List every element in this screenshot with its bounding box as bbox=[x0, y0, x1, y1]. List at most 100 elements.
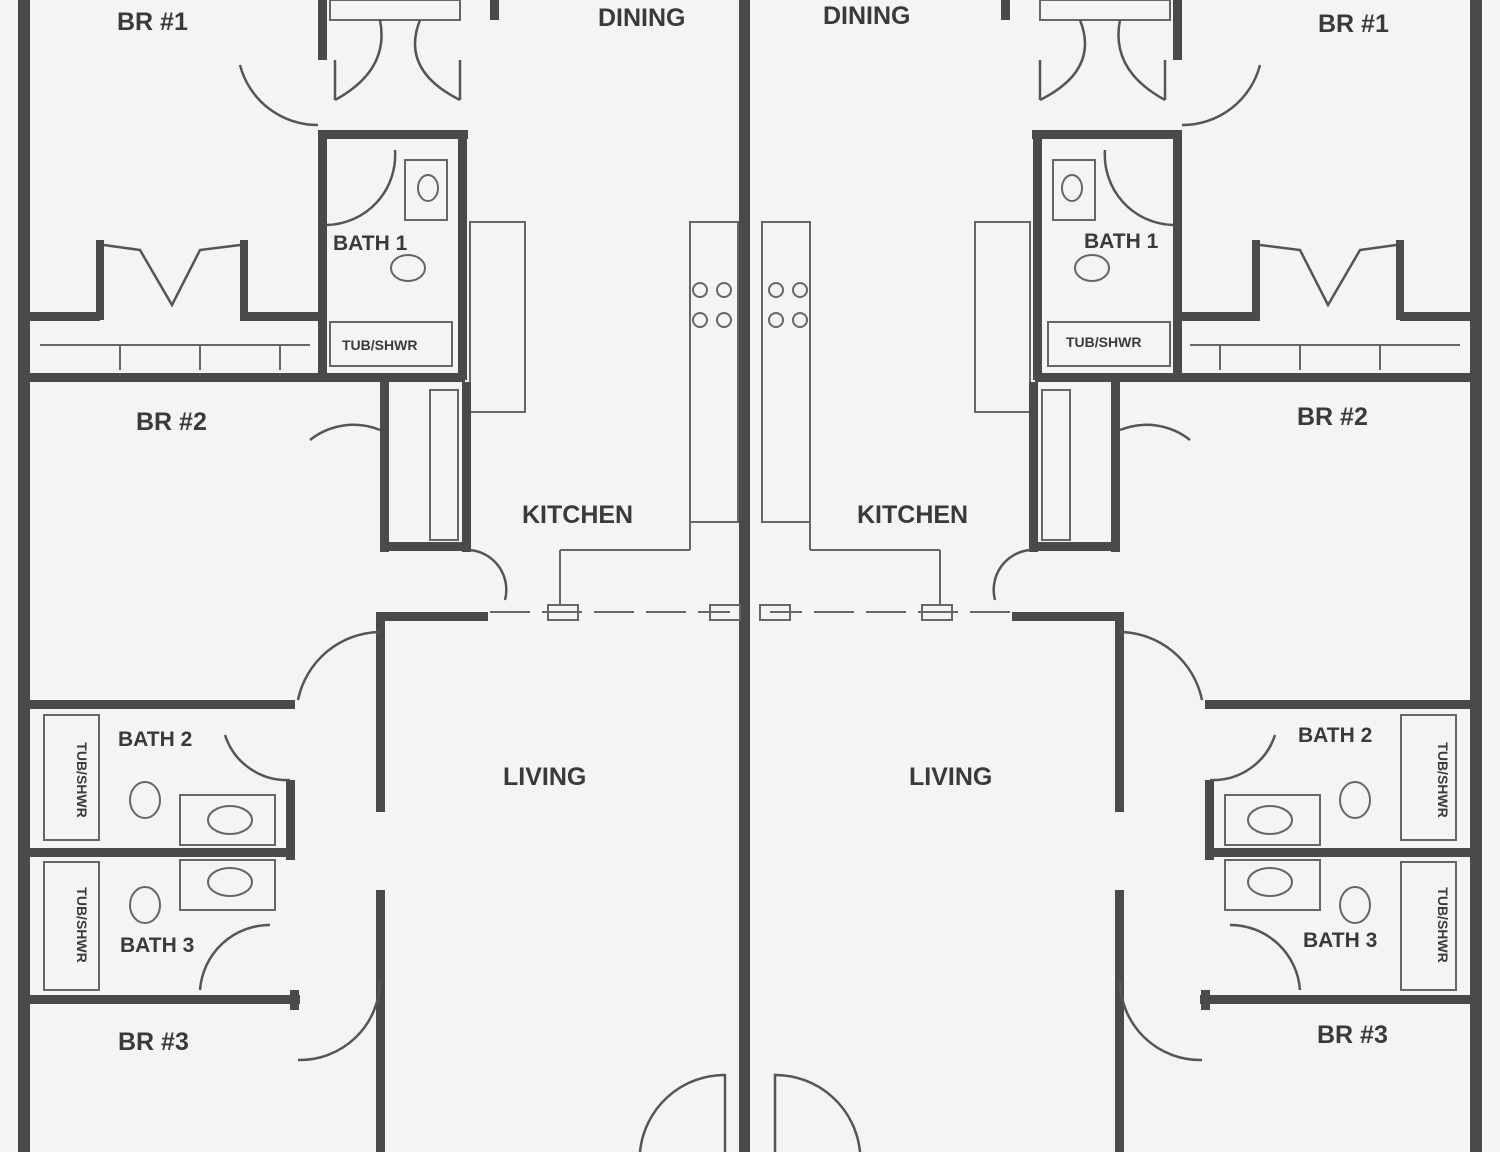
burner bbox=[692, 312, 708, 328]
counter bbox=[974, 221, 1031, 413]
sink bbox=[1247, 805, 1293, 835]
wall bbox=[30, 995, 300, 1004]
wall bbox=[1115, 890, 1124, 1152]
wall bbox=[1111, 382, 1120, 552]
wall bbox=[1210, 848, 1470, 857]
left-br3-label: BR #3 bbox=[118, 1028, 189, 1056]
bath2-door bbox=[223, 734, 291, 782]
wall bbox=[96, 240, 104, 320]
right-br1-label: BR #1 bbox=[1318, 10, 1389, 38]
closet-shelf bbox=[40, 344, 310, 370]
wall bbox=[1035, 373, 1470, 382]
wall bbox=[30, 373, 465, 382]
sink bbox=[1247, 867, 1293, 897]
wall bbox=[490, 0, 499, 20]
left-living-label: LIVING bbox=[503, 763, 586, 791]
right-unit bbox=[759, 0, 1482, 1152]
closet-door bbox=[1038, 19, 1167, 102]
wall bbox=[378, 612, 488, 621]
wall bbox=[318, 130, 327, 382]
bath1-door bbox=[326, 149, 397, 227]
sink bbox=[207, 805, 253, 835]
range bbox=[689, 221, 739, 523]
counter-outline bbox=[809, 522, 941, 605]
left-br1-label: BR #1 bbox=[117, 8, 188, 36]
br1-door bbox=[1181, 64, 1262, 127]
toilet bbox=[390, 254, 426, 282]
wall bbox=[1201, 990, 1210, 1010]
right-br3-label: BR #3 bbox=[1317, 1021, 1388, 1049]
post bbox=[921, 604, 953, 621]
wall bbox=[1173, 130, 1182, 382]
wall bbox=[1200, 995, 1470, 1004]
right-bath1-label: BATH 1 bbox=[1084, 230, 1159, 253]
left-labels: BR #1 DINING BATH 1 TUB/SHWR BR #2 KITCH… bbox=[74, 4, 686, 1056]
wall bbox=[30, 848, 290, 857]
wall bbox=[1032, 130, 1182, 139]
post bbox=[709, 604, 741, 621]
closet-shelf bbox=[1190, 344, 1460, 370]
wall bbox=[1173, 0, 1182, 60]
right-tub2-label: TUB/SHWR bbox=[1435, 742, 1451, 817]
vanity bbox=[179, 794, 276, 846]
left-br2-label: BR #2 bbox=[136, 408, 207, 436]
wall bbox=[1012, 612, 1122, 621]
wall bbox=[1205, 780, 1214, 860]
counter bbox=[469, 221, 526, 413]
right-kitchen-label: KITCHEN bbox=[857, 501, 968, 529]
wall bbox=[240, 240, 248, 320]
bath3-door bbox=[1229, 923, 1302, 991]
post bbox=[547, 604, 579, 621]
right-br2-label: BR #2 bbox=[1297, 403, 1368, 431]
tub bbox=[43, 714, 100, 841]
wall bbox=[286, 780, 295, 860]
right-dining-label: DINING bbox=[823, 2, 911, 30]
wall bbox=[1252, 240, 1260, 320]
wall bbox=[1115, 612, 1124, 812]
burner bbox=[716, 312, 732, 328]
living-door bbox=[296, 630, 382, 1062]
wall bbox=[318, 130, 468, 139]
front-door bbox=[638, 1073, 727, 1152]
vanity bbox=[179, 859, 276, 911]
wall bbox=[380, 542, 470, 551]
party-wall bbox=[739, 0, 750, 1152]
toilet bbox=[1339, 781, 1371, 819]
wall bbox=[1029, 382, 1038, 552]
wall bbox=[380, 382, 389, 552]
left-bath3-label: BATH 3 bbox=[120, 934, 194, 957]
living-door bbox=[1118, 630, 1204, 1062]
right-exterior-wall bbox=[1470, 0, 1482, 1152]
right-tub1-label: TUB/SHWR bbox=[1066, 334, 1141, 350]
wall bbox=[1205, 700, 1470, 709]
wall bbox=[1400, 312, 1470, 321]
tub bbox=[1400, 861, 1457, 991]
range bbox=[761, 221, 811, 523]
bath2-door bbox=[1209, 734, 1277, 782]
closet bbox=[1039, 0, 1171, 21]
br1-door bbox=[238, 64, 319, 127]
left-exterior-wall bbox=[18, 0, 30, 1152]
left-bath1-label: BATH 1 bbox=[333, 232, 408, 255]
burner bbox=[792, 312, 808, 328]
left-tub3-label: TUB/SHWR bbox=[74, 887, 90, 962]
vanity bbox=[1224, 794, 1321, 846]
wall bbox=[462, 382, 471, 552]
wall bbox=[1396, 240, 1404, 320]
wall bbox=[30, 312, 100, 321]
right-bath3-label: BATH 3 bbox=[1303, 929, 1377, 952]
left-kitchen-label: KITCHEN bbox=[522, 501, 633, 529]
right-tub3-label: TUB/SHWR bbox=[1435, 887, 1451, 962]
front-door bbox=[773, 1073, 862, 1152]
burner bbox=[716, 282, 732, 298]
closet-door bbox=[333, 19, 462, 102]
tub bbox=[1400, 714, 1457, 841]
wall bbox=[1033, 130, 1042, 380]
toilet bbox=[129, 886, 161, 924]
wall bbox=[458, 130, 467, 380]
shelf bbox=[1041, 389, 1071, 541]
counter-outline bbox=[559, 522, 691, 605]
wall bbox=[376, 890, 385, 1152]
sink bbox=[207, 867, 253, 897]
left-dining-label: DINING bbox=[598, 4, 686, 32]
